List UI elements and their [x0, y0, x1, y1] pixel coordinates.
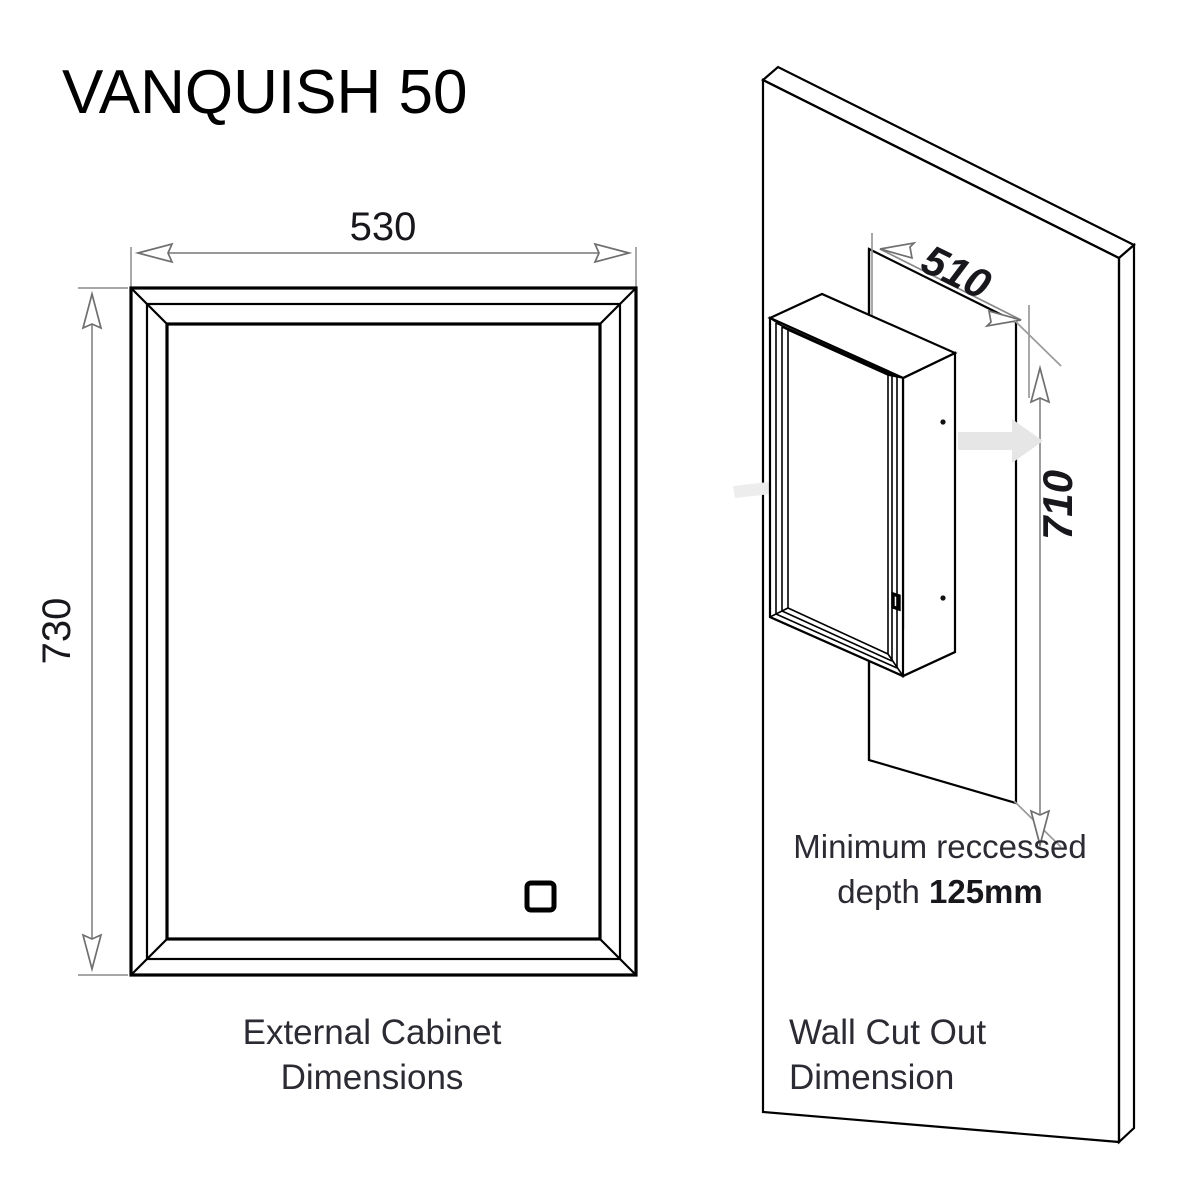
recessed-depth-note-line1: Minimum reccessed	[793, 828, 1086, 865]
iso-touch-sensor-icon[interactable]	[891, 591, 901, 612]
frame-bevel-edge	[145, 302, 622, 961]
wall-face	[761, 78, 1121, 1144]
cabinet-isometric	[767, 292, 958, 678]
hinge-dot-top	[940, 419, 946, 425]
height-dimension-label: 730	[35, 598, 79, 665]
dimension-arrow-right	[594, 243, 630, 263]
dimension-arrow-up	[82, 293, 102, 329]
mirror-glass-edge	[165, 322, 602, 941]
dimension-arrow-510-start	[879, 241, 917, 260]
page-title: VANQUISH 50	[62, 58, 467, 127]
dimension-arrow-left	[137, 243, 173, 263]
recessed-depth-note-line2: depth 125mm	[837, 873, 1043, 910]
dimension-arrow-510-end	[984, 309, 1022, 328]
hinge-dot-bottom	[940, 595, 946, 601]
cutout-height-label: 710	[1034, 470, 1081, 540]
external-cabinet-view: 530 730	[35, 205, 638, 1097]
left-caption-line1: External Cabinet	[243, 1013, 502, 1052]
touch-sensor-icon[interactable]	[524, 880, 557, 913]
wall-cutout-view: 510 710	[733, 65, 1136, 1145]
cutout-height-dimension-710: 710	[1013, 319, 1081, 848]
frame-outer-edge	[129, 286, 638, 977]
right-caption-line1: Wall Cut Out	[789, 1013, 986, 1052]
cabinet-front-frame	[129, 286, 638, 977]
width-dimension-label: 530	[350, 205, 417, 249]
width-dimension-530: 530	[130, 205, 637, 292]
dimension-arrow-down	[82, 934, 102, 970]
left-caption-line2: Dimensions	[281, 1058, 464, 1097]
height-dimension-730: 730	[35, 287, 128, 976]
right-caption-line2: Dimension	[789, 1058, 954, 1097]
